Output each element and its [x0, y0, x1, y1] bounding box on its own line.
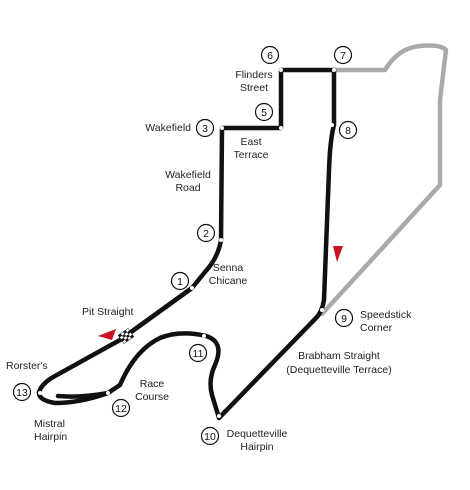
- flinders-street-label: Street: [240, 82, 268, 94]
- brabham-straight-label: Brabham Straight: [298, 350, 380, 362]
- direction-arrow-icon: [333, 246, 343, 262]
- checkered-flag-icon: [117, 328, 135, 344]
- brabham-straight-label: (Dequetteville Terrace): [286, 364, 391, 376]
- speedstick-corner-label: Corner: [360, 322, 393, 334]
- corner-marker-5: 5: [254, 102, 274, 122]
- corner-marker-3: 3: [195, 118, 215, 138]
- corner-9-node: [320, 308, 324, 312]
- corner-12-node: [106, 391, 110, 395]
- corner-6-node: [279, 68, 283, 72]
- corner-5-node: [279, 126, 283, 130]
- corner-marker-12: 12: [111, 398, 131, 418]
- corner-8-node: [330, 123, 334, 127]
- corner-13-node: [38, 391, 42, 395]
- speedstick-corner-label: Speedstick: [360, 309, 412, 321]
- corner-marker-11: 11: [188, 343, 208, 363]
- corner-marker-10: 10: [200, 426, 220, 446]
- corner-marker-6: 6: [260, 45, 280, 65]
- circuit-track-inner-hairpin: [55, 390, 111, 399]
- svg-text:7: 7: [340, 50, 346, 62]
- corner-marker-13: 13: [12, 382, 32, 402]
- east-terrace-label: East: [240, 136, 261, 148]
- corner-marker-1: 1: [170, 271, 190, 291]
- direction-arrow-icon: [98, 329, 116, 340]
- svg-text:6: 6: [267, 50, 273, 62]
- senna-chicane-label: Chicane: [209, 275, 248, 287]
- svg-text:12: 12: [115, 403, 127, 415]
- wakefield-label: Wakefield: [145, 122, 191, 134]
- corner-marker-8: 8: [338, 120, 358, 140]
- rorsters-label: Rorster's: [6, 360, 48, 372]
- corner-7-node: [332, 68, 336, 72]
- corner-3-node: [220, 126, 224, 130]
- corner-2-node: [219, 238, 223, 242]
- wakefield-road-label: Wakefield: [165, 169, 211, 181]
- race-course-label: Race: [140, 378, 165, 390]
- corner-10-node: [217, 414, 221, 418]
- dequetteville-hairpin-label: Dequetteville: [227, 428, 288, 440]
- pit-straight-track: [117, 285, 195, 343]
- wakefield-road-label: Road: [175, 182, 200, 194]
- svg-text:10: 10: [204, 431, 216, 443]
- circuit-track: [36, 67, 337, 421]
- mistral-hairpin-label: Mistral: [34, 418, 65, 430]
- svg-text:1: 1: [177, 276, 183, 288]
- svg-text:11: 11: [193, 348, 204, 360]
- svg-text:8: 8: [345, 125, 351, 137]
- flinders-street-label: Flinders: [235, 69, 272, 81]
- svg-text:5: 5: [261, 107, 267, 119]
- corner-1-node: [190, 286, 194, 290]
- corner-11-node: [202, 334, 206, 338]
- mistral-hairpin-label: Hairpin: [34, 431, 67, 443]
- corner-marker-7: 7: [333, 45, 353, 65]
- svg-text:2: 2: [203, 228, 209, 240]
- svg-text:13: 13: [16, 387, 28, 399]
- race-course-label: Course: [135, 391, 169, 403]
- corner-marker-9: 9: [334, 308, 354, 328]
- dequetteville-hairpin-label: Hairpin: [240, 441, 273, 453]
- senna-chicane-label: Senna: [213, 262, 244, 274]
- svg-text:3: 3: [202, 123, 208, 135]
- svg-text:9: 9: [341, 313, 347, 325]
- corner-marker-2: 2: [196, 223, 216, 243]
- pit-straight-label: Pit Straight: [82, 306, 133, 318]
- east-terrace-label: Terrace: [233, 149, 268, 161]
- unused-track-section: [319, 43, 449, 317]
